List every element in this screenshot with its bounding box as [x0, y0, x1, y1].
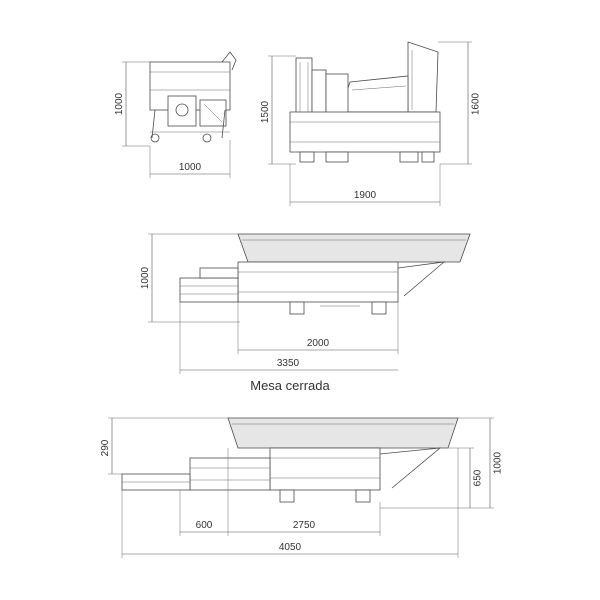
side-width-label: 1000: [179, 162, 202, 173]
front-height-a-label: 1500: [260, 100, 271, 123]
closed-height-label: 1000: [140, 266, 151, 289]
front-base: [289, 111, 441, 153]
open-height-top-label: 290: [100, 439, 111, 456]
open-view: 290 650 1000 600 2750 4050: [100, 417, 503, 558]
front-width-label: 1900: [354, 190, 377, 201]
open-mid-extension: [189, 457, 271, 491]
open-tabletop: [227, 417, 459, 449]
open-length-total-label: 4050: [279, 542, 302, 553]
front-height-b-label: 1600: [470, 92, 481, 115]
closed-length-a-label: 2000: [307, 338, 330, 349]
closed-extension: [179, 277, 239, 303]
front-lid: [407, 41, 439, 113]
side-view: 1000 1000: [114, 51, 237, 178]
open-length-b-label: 2750: [293, 520, 316, 531]
side-mechanism: [167, 95, 197, 127]
open-height-total-label: 1000: [492, 451, 503, 474]
front-column: [295, 57, 313, 121]
open-length-a-label: 600: [196, 520, 213, 531]
closed-view: 1000 2000 3350 Mesa cerrada: [140, 233, 471, 393]
front-view: 1500 1600 1900: [260, 41, 481, 206]
closed-body: [237, 261, 399, 303]
closed-tabletop: [237, 233, 471, 263]
side-wheel-left: [150, 133, 160, 143]
side-wheel-right: [202, 133, 212, 143]
closed-length-b-label: 3350: [277, 358, 300, 369]
side-height-label: 1000: [114, 92, 125, 115]
open-height-mid-label: 650: [472, 469, 483, 486]
closed-caption: Mesa cerrada: [250, 378, 330, 393]
open-body: [269, 447, 381, 491]
